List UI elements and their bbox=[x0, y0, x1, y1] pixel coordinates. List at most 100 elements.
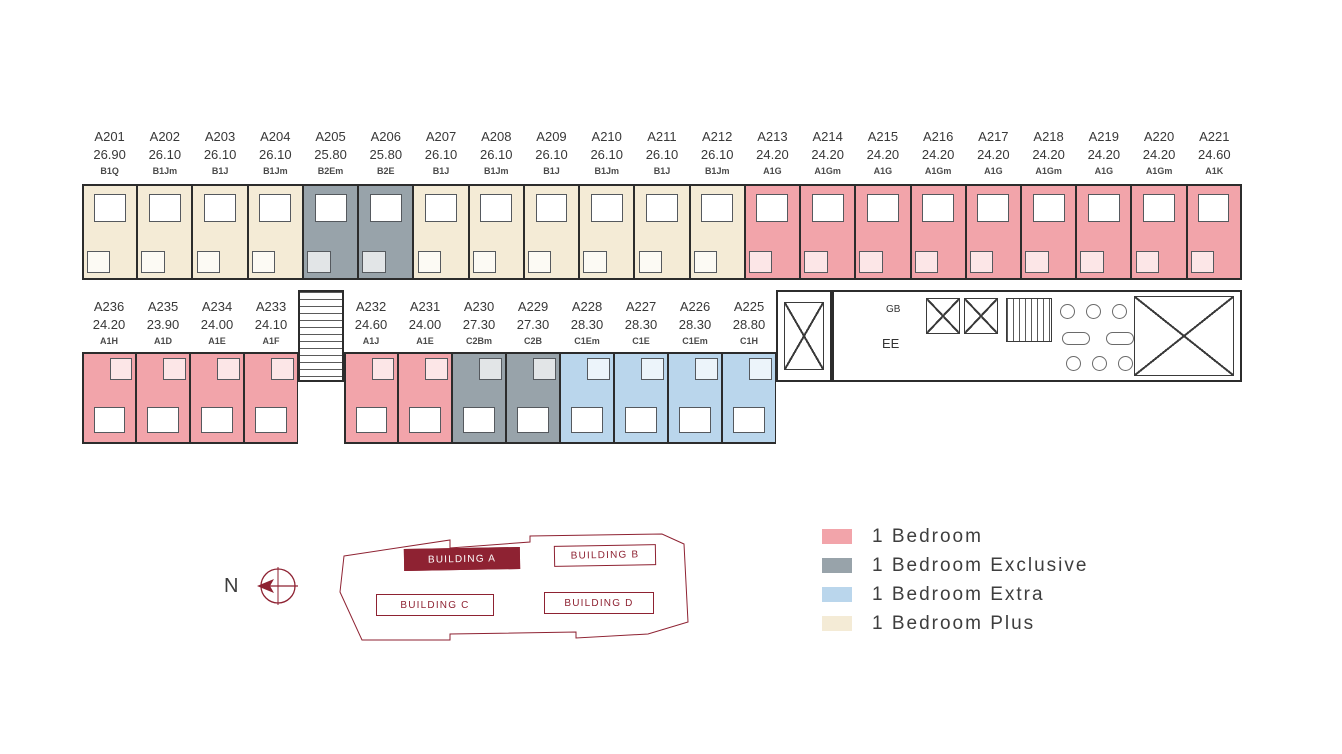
unit-type-code: A1G bbox=[763, 165, 782, 176]
unit-block[interactable] bbox=[634, 184, 690, 280]
unit-label-group: A218 24.20 A1Gm bbox=[1021, 126, 1076, 184]
unit-type-code: B1Jm bbox=[704, 165, 730, 176]
unit-id: A220 bbox=[1143, 128, 1175, 144]
unit-label-group: A202 26.10 B1Jm bbox=[137, 126, 192, 184]
unit-cell: A209 26.10 B1J bbox=[523, 126, 580, 280]
unit-area: 24.20 bbox=[977, 146, 1010, 162]
unit-cell: A201 26.90 B1Q bbox=[82, 126, 138, 280]
unit-block[interactable] bbox=[413, 184, 469, 280]
bed-icon bbox=[147, 406, 179, 434]
bathroom-icon bbox=[969, 251, 994, 274]
bathroom-icon bbox=[271, 358, 294, 380]
unit-block[interactable] bbox=[302, 184, 359, 280]
legend-swatch-1-bedroom-plus bbox=[822, 616, 852, 631]
unit-block[interactable] bbox=[744, 184, 801, 280]
legend-item: 1 Bedroom Extra bbox=[822, 584, 1088, 605]
building-a-button[interactable]: BUILDING A bbox=[403, 546, 521, 572]
building-b-button[interactable]: BUILDING B bbox=[553, 544, 657, 567]
unit-block[interactable] bbox=[800, 184, 856, 280]
unit-block[interactable] bbox=[344, 352, 398, 444]
unit-area: 27.30 bbox=[462, 316, 496, 332]
unit-cell: A227 28.30 C1E bbox=[614, 290, 668, 444]
unit-label-group: A214 24.20 A1Gm bbox=[800, 126, 855, 184]
unit-area: 26.10 bbox=[479, 146, 513, 162]
building-d-button[interactable]: BUILDING D bbox=[544, 592, 654, 614]
unit-type-code: B1J bbox=[211, 165, 229, 176]
unit-cell: A214 24.20 A1Gm bbox=[800, 126, 856, 280]
elevator-shaft-icon bbox=[784, 302, 824, 370]
unit-area: 26.10 bbox=[259, 146, 292, 162]
unit-block[interactable] bbox=[506, 352, 560, 444]
furniture-icon bbox=[1112, 304, 1127, 319]
unit-block[interactable] bbox=[244, 352, 298, 444]
bottom-unit-row: A236 24.20 A1H A235 23.90 A1D A234 24.00… bbox=[82, 290, 1242, 444]
unit-id: A236 bbox=[93, 299, 125, 314]
unit-block[interactable] bbox=[560, 352, 614, 444]
unit-block[interactable] bbox=[82, 184, 138, 280]
unit-block[interactable] bbox=[579, 184, 635, 280]
common-area-cell: GB EE bbox=[832, 290, 1242, 444]
unit-type-code: A1E bbox=[416, 335, 434, 346]
unit-cell: A213 24.20 A1G bbox=[744, 126, 801, 280]
bed-icon bbox=[701, 194, 734, 222]
unit-area: 28.30 bbox=[570, 316, 604, 332]
unit-block[interactable] bbox=[965, 184, 1021, 280]
unit-block[interactable] bbox=[689, 184, 745, 280]
unit-type-code: C1Em bbox=[682, 335, 708, 346]
unit-label-group: A232 24.60 A1J bbox=[344, 290, 398, 352]
unit-cell: A225 28.80 C1H bbox=[722, 290, 776, 444]
unit-type-code: C1Em bbox=[574, 335, 600, 346]
unit-cell: A221 24.60 A1K bbox=[1186, 126, 1242, 280]
bathroom-icon bbox=[749, 251, 773, 274]
unit-block[interactable] bbox=[136, 352, 190, 444]
furniture-icon bbox=[1092, 356, 1107, 371]
elevator-icon bbox=[964, 298, 998, 334]
unit-block[interactable] bbox=[398, 352, 452, 444]
unit-block[interactable] bbox=[1131, 184, 1187, 280]
unit-id: A209 bbox=[536, 128, 567, 144]
unit-block[interactable] bbox=[137, 184, 193, 280]
unit-block[interactable] bbox=[1076, 184, 1132, 280]
unit-id: A201 bbox=[94, 128, 125, 144]
unit-block[interactable] bbox=[190, 352, 244, 444]
unit-block[interactable] bbox=[668, 352, 722, 444]
unit-id: A202 bbox=[149, 128, 181, 144]
unit-block[interactable] bbox=[468, 184, 524, 280]
furniture-icon bbox=[1118, 356, 1133, 371]
bed-icon bbox=[314, 194, 347, 222]
unit-label-group: A229 27.30 C2B bbox=[506, 290, 560, 352]
unit-block[interactable] bbox=[1020, 184, 1077, 280]
bed-icon bbox=[756, 194, 789, 222]
unit-cell: A236 24.20 A1H bbox=[82, 290, 136, 444]
elevator-shaft-cell bbox=[776, 290, 832, 444]
unit-block[interactable] bbox=[82, 352, 136, 444]
unit-type-code: B1Jm bbox=[263, 165, 288, 176]
unit-block[interactable] bbox=[247, 184, 303, 280]
legend-swatch-1-bedroom-exclusive bbox=[822, 558, 852, 573]
unit-cell: A218 24.20 A1Gm bbox=[1020, 126, 1077, 280]
unit-area: 25.80 bbox=[369, 146, 403, 162]
unit-area: 24.20 bbox=[1087, 146, 1121, 162]
top-unit-row: A201 26.90 B1Q A202 26.10 B1Jm A203 26.1… bbox=[82, 126, 1242, 280]
unit-block[interactable] bbox=[452, 352, 506, 444]
bed-icon bbox=[811, 194, 844, 222]
unit-area: 28.80 bbox=[732, 316, 766, 332]
unit-block[interactable] bbox=[614, 352, 668, 444]
unit-block[interactable] bbox=[523, 184, 580, 280]
legend-item: 1 Bedroom Plus bbox=[822, 613, 1088, 634]
unit-type-code: A1G bbox=[984, 165, 1003, 176]
bathroom-icon bbox=[528, 251, 552, 274]
unit-block[interactable] bbox=[910, 184, 966, 280]
unit-block[interactable] bbox=[1186, 184, 1242, 280]
unit-block[interactable] bbox=[855, 184, 911, 280]
unit-area: 26.10 bbox=[203, 146, 237, 162]
unit-type-code: A1F bbox=[262, 335, 280, 346]
unit-block[interactable] bbox=[722, 352, 776, 444]
building-c-button[interactable]: BUILDING C bbox=[376, 594, 494, 616]
site-map: BUILDING A BUILDING B BUILDING C BUILDIN… bbox=[330, 528, 698, 646]
unit-block[interactable] bbox=[192, 184, 248, 280]
bathroom-icon bbox=[859, 251, 883, 274]
unit-id: A233 bbox=[255, 299, 287, 314]
unit-block[interactable] bbox=[358, 184, 414, 280]
unit-cell: A230 27.30 C2Bm bbox=[452, 290, 506, 444]
